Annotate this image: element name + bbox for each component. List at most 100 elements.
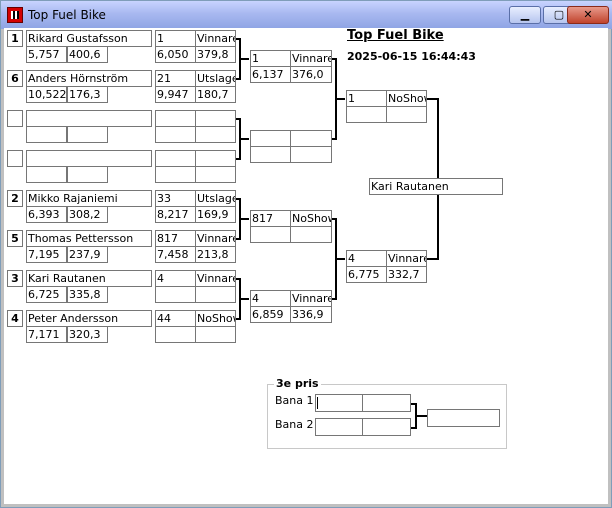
driver-name[interactable] bbox=[26, 110, 152, 127]
lane-2-input-a[interactable] bbox=[315, 418, 363, 436]
car-number[interactable]: 817 bbox=[250, 210, 291, 227]
et-value[interactable] bbox=[26, 126, 67, 143]
lane-number[interactable]: 6 bbox=[7, 70, 23, 87]
et-value[interactable]: 6,050 bbox=[155, 46, 196, 63]
speed-value[interactable] bbox=[195, 326, 236, 343]
speed-value[interactable]: 320,3 bbox=[67, 326, 108, 343]
speed-value[interactable]: 237,9 bbox=[67, 246, 108, 263]
app-icon bbox=[7, 7, 23, 23]
lane-number[interactable] bbox=[7, 150, 23, 167]
et-value[interactable]: 10,522 bbox=[26, 86, 67, 103]
car-number[interactable]: 4 bbox=[346, 250, 387, 267]
speed-value[interactable] bbox=[290, 226, 332, 243]
speed-value[interactable]: 400,6 bbox=[67, 46, 108, 63]
et-value[interactable]: 7,171 bbox=[26, 326, 67, 343]
speed-value[interactable] bbox=[195, 126, 236, 143]
speed-value[interactable] bbox=[67, 126, 108, 143]
car-number[interactable] bbox=[155, 150, 196, 167]
result-status[interactable]: Utslagen bbox=[195, 70, 236, 87]
result-status[interactable]: NoShow bbox=[290, 210, 332, 227]
driver-name[interactable]: Kari Rautanen bbox=[26, 270, 152, 287]
et-value[interactable]: 6,775 bbox=[346, 266, 387, 283]
result-status[interactable]: NoShow bbox=[386, 90, 427, 107]
car-number[interactable]: 4 bbox=[250, 290, 291, 307]
et-value[interactable]: 6,725 bbox=[26, 286, 67, 303]
lane-number[interactable]: 1 bbox=[7, 30, 23, 47]
bracket-line bbox=[335, 258, 345, 260]
result-status[interactable]: Vinnare bbox=[195, 230, 236, 247]
champion-field[interactable]: Kari Rautanen bbox=[369, 178, 503, 195]
et-value[interactable] bbox=[155, 286, 196, 303]
et-value[interactable]: 7,195 bbox=[26, 246, 67, 263]
result-status[interactable] bbox=[195, 150, 236, 167]
speed-value[interactable]: 176,3 bbox=[67, 86, 108, 103]
speed-value[interactable]: 336,9 bbox=[290, 306, 332, 323]
car-number[interactable]: 33 bbox=[155, 190, 196, 207]
speed-value[interactable]: 213,8 bbox=[195, 246, 236, 263]
result-status[interactable] bbox=[195, 110, 236, 127]
et-value[interactable]: 6,859 bbox=[250, 306, 291, 323]
et-value[interactable]: 6,137 bbox=[250, 66, 291, 83]
et-value[interactable]: 7,458 bbox=[155, 246, 196, 263]
car-number[interactable]: 44 bbox=[155, 310, 196, 327]
lane-number[interactable]: 3 bbox=[7, 270, 23, 287]
et-value[interactable] bbox=[346, 106, 387, 123]
title-bar[interactable]: Top Fuel Bike ▁ ▢ ✕ bbox=[1, 1, 612, 29]
speed-value[interactable] bbox=[290, 146, 332, 163]
result-status[interactable]: Vinnare bbox=[290, 50, 332, 67]
result-status[interactable]: Utslagen bbox=[195, 190, 236, 207]
et-value[interactable] bbox=[155, 326, 196, 343]
driver-name[interactable]: Thomas Pettersson bbox=[26, 230, 152, 247]
lane-1-input-a[interactable] bbox=[315, 394, 363, 412]
lane-number[interactable]: 2 bbox=[7, 190, 23, 207]
lane-1-input-b[interactable] bbox=[362, 394, 411, 412]
driver-name[interactable]: Peter Andersson bbox=[26, 310, 152, 327]
speed-value[interactable]: 376,0 bbox=[290, 66, 332, 83]
lane-2-label: Bana 2 bbox=[275, 418, 314, 431]
driver-name[interactable]: Anders Hörnström bbox=[26, 70, 152, 87]
minimize-button[interactable]: ▁ bbox=[509, 6, 541, 24]
close-button[interactable]: ✕ bbox=[567, 6, 609, 24]
speed-value[interactable]: 180,7 bbox=[195, 86, 236, 103]
et-value[interactable] bbox=[250, 226, 291, 243]
third-place-winner[interactable] bbox=[427, 409, 500, 427]
speed-value[interactable]: 169,9 bbox=[195, 206, 236, 223]
et-value[interactable]: 5,757 bbox=[26, 46, 67, 63]
et-value[interactable]: 9,947 bbox=[155, 86, 196, 103]
driver-name[interactable]: Rikard Gustafsson bbox=[26, 30, 152, 47]
car-number[interactable] bbox=[155, 110, 196, 127]
lane-number[interactable] bbox=[7, 110, 23, 127]
result-status[interactable]: Vinnare bbox=[195, 30, 236, 47]
driver-name[interactable]: Mikko Rajaniemi bbox=[26, 190, 152, 207]
car-number[interactable] bbox=[250, 130, 291, 147]
et-value[interactable] bbox=[155, 166, 196, 183]
speed-value[interactable]: 332,7 bbox=[386, 266, 427, 283]
et-value[interactable] bbox=[26, 166, 67, 183]
lane-2-input-b[interactable] bbox=[362, 418, 411, 436]
car-number[interactable]: 1 bbox=[346, 90, 387, 107]
speed-value[interactable] bbox=[67, 166, 108, 183]
result-status[interactable] bbox=[290, 130, 332, 147]
speed-value[interactable] bbox=[386, 106, 427, 123]
et-value[interactable]: 8,217 bbox=[155, 206, 196, 223]
driver-name[interactable] bbox=[26, 150, 152, 167]
lane-number[interactable]: 5 bbox=[7, 230, 23, 247]
lane-number[interactable]: 4 bbox=[7, 310, 23, 327]
result-status[interactable]: Vinnare bbox=[386, 250, 427, 267]
car-number[interactable]: 21 bbox=[155, 70, 196, 87]
et-value[interactable] bbox=[155, 126, 196, 143]
speed-value[interactable]: 335,8 bbox=[67, 286, 108, 303]
speed-value[interactable] bbox=[195, 286, 236, 303]
car-number[interactable]: 1 bbox=[155, 30, 196, 47]
speed-value[interactable]: 379,8 bbox=[195, 46, 236, 63]
result-status[interactable]: Vinnare bbox=[290, 290, 332, 307]
result-status[interactable]: Vinnare bbox=[195, 270, 236, 287]
car-number[interactable]: 817 bbox=[155, 230, 196, 247]
result-status[interactable]: NoShow bbox=[195, 310, 236, 327]
car-number[interactable]: 1 bbox=[250, 50, 291, 67]
speed-value[interactable] bbox=[195, 166, 236, 183]
et-value[interactable] bbox=[250, 146, 291, 163]
et-value[interactable]: 6,393 bbox=[26, 206, 67, 223]
car-number[interactable]: 4 bbox=[155, 270, 196, 287]
speed-value[interactable]: 308,2 bbox=[67, 206, 108, 223]
